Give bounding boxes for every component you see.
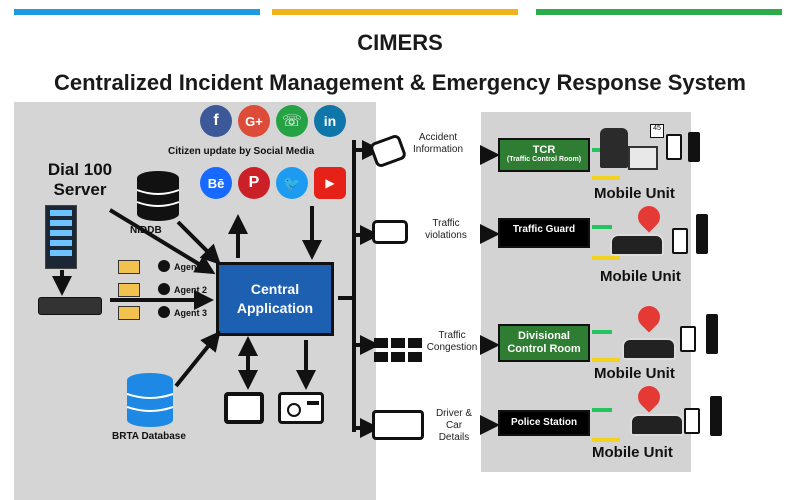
agent-1-laptop-icon [118, 260, 140, 274]
incident-label-congestion: Traffic Congestion [426, 330, 478, 353]
divisional-control-room-label: Divisional Control Room [507, 330, 581, 355]
police-car-icon [610, 234, 664, 256]
agent-2-laptop-icon [118, 283, 140, 297]
google-plus-icon: G+ [238, 105, 270, 137]
pinterest-icon: P [238, 167, 270, 199]
police-car-icon [622, 338, 676, 360]
header-bar-green [536, 9, 782, 15]
speed-sign-icon: 45 [650, 124, 664, 138]
walkie-talkie-icon [688, 132, 700, 162]
page-title: CIMERS [357, 30, 443, 55]
traffic-violation-icon [372, 220, 408, 244]
divisional-control-room-box: Divisional Control Room [498, 324, 590, 362]
mobile-unit-label-3: Mobile Unit [594, 365, 675, 382]
header-bar-blue [14, 9, 260, 15]
walkie-talkie-icon [706, 314, 718, 354]
traffic-guard-box: Traffic Guard [498, 218, 590, 248]
youtube-icon: ▶ [314, 167, 346, 199]
police-station-label: Police Station [510, 417, 578, 428]
tcr-label: TCR [532, 144, 556, 156]
agent-3-person-icon [158, 306, 170, 318]
police-car-icon [630, 414, 684, 436]
agent-2-label: Agent 2 [174, 285, 208, 295]
dial-server-label: Dial 100 Server [47, 160, 113, 199]
whatsapp-icon: ☏ [276, 105, 308, 137]
walkie-talkie-icon [696, 214, 708, 254]
mobile-unit-label-4: Mobile Unit [592, 444, 673, 461]
walkie-talkie-icon [710, 396, 722, 436]
police-officer-icon [600, 128, 628, 168]
mobile-unit-label-2: Mobile Unit [600, 268, 681, 285]
brta-label: BRTA Database [112, 431, 186, 442]
incident-label-violations: Traffic violations [425, 218, 467, 241]
police-station-box: Police Station [498, 410, 590, 436]
tablet-icon [684, 408, 700, 434]
agent-1-label: Agent 1 [174, 262, 208, 272]
facebook-icon: f [200, 105, 232, 137]
server-rack-icon [45, 205, 77, 269]
tablet-icon [672, 228, 688, 254]
central-application-label: Central Application [236, 281, 314, 316]
niddb-database-icon [136, 170, 180, 222]
radio-icon [278, 392, 324, 424]
traffic-guard-label: Traffic Guard [512, 224, 576, 235]
incident-label-driver: Driver & Car Details [435, 408, 473, 443]
agent-2-person-icon [158, 283, 170, 295]
twitter-icon: 🐦 [276, 167, 308, 199]
tcr-sublabel: (Traffic Control Room) [506, 156, 582, 163]
traffic-congestion-icon [372, 334, 424, 364]
tablet-icon [680, 326, 696, 352]
agent-3-label: Agent 3 [174, 308, 208, 318]
driver-license-icon [372, 410, 424, 440]
agent-3-laptop-icon [118, 306, 140, 320]
ambulance-icon [628, 146, 658, 170]
incident-label-accident: Accident Information [412, 132, 464, 155]
behance-icon: Bē [200, 167, 232, 199]
central-application-box: Central Application [216, 262, 334, 336]
tcr-box: TCR (Traffic Control Room) [498, 138, 590, 172]
tablet-icon [666, 134, 682, 160]
linkedin-icon: in [314, 105, 346, 137]
header-bar-yellow [272, 9, 518, 15]
page-subtitle: Centralized Incident Management & Emerge… [54, 70, 746, 95]
mobile-unit-label-1: Mobile Unit [594, 185, 675, 202]
agent-1-person-icon [158, 260, 170, 272]
tv-icon [224, 392, 264, 424]
brta-database-icon [126, 372, 174, 428]
social-caption: Citizen update by Social Media [168, 146, 315, 157]
network-switch-icon [38, 297, 102, 315]
